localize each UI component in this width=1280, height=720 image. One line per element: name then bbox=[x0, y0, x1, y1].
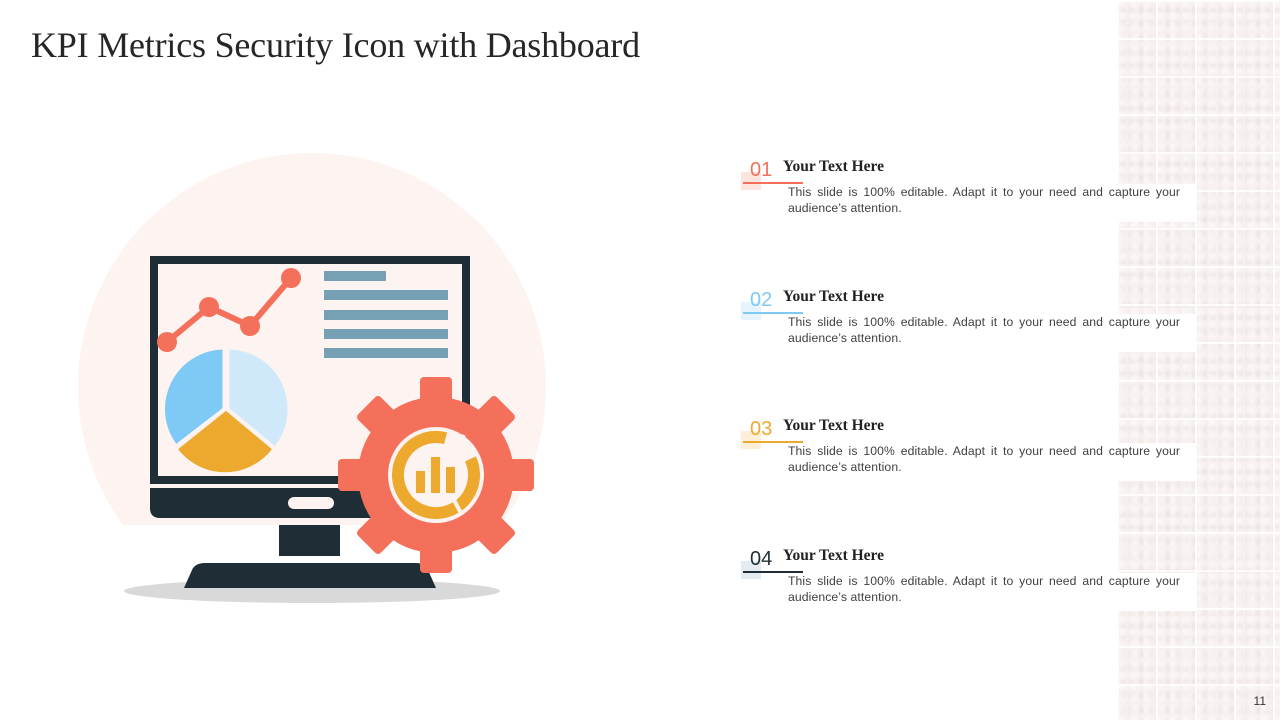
list-item-04: 04 Your Text Here This slide is 100% edi… bbox=[740, 539, 1200, 619]
number-underline bbox=[743, 571, 803, 573]
number-highlight bbox=[741, 561, 761, 579]
pie-chart-icon bbox=[162, 346, 291, 476]
slide-title: KPI Metrics Security Icon with Dashboard bbox=[31, 25, 640, 65]
item-description: This slide is 100% editable. Adapt it to… bbox=[788, 315, 1180, 345]
description-box bbox=[783, 184, 1196, 222]
item-number: 01 bbox=[750, 159, 773, 181]
dashboard-illustration bbox=[78, 153, 546, 603]
number-underline bbox=[743, 182, 803, 184]
page-number: 11 bbox=[1253, 694, 1266, 708]
item-number: 02 bbox=[750, 289, 773, 311]
number-highlight bbox=[741, 172, 761, 190]
line-chart-icon bbox=[157, 268, 301, 352]
number-underline bbox=[743, 312, 803, 314]
list-item-01: 01 Your Text Here This slide is 100% edi… bbox=[740, 150, 1200, 230]
list-item-02: 02 Your Text Here This slide is 100% edi… bbox=[740, 280, 1200, 360]
item-heading: Your Text Here bbox=[783, 288, 885, 305]
description-box bbox=[783, 573, 1196, 611]
item-heading: Your Text Here bbox=[783, 158, 885, 175]
item-heading: Your Text Here bbox=[783, 417, 885, 434]
number-highlight bbox=[741, 431, 761, 449]
gear-icon bbox=[338, 377, 534, 573]
number-underline bbox=[743, 441, 803, 443]
list-item-03: 03 Your Text Here This slide is 100% edi… bbox=[740, 409, 1200, 489]
item-description: This slide is 100% editable. Adapt it to… bbox=[788, 444, 1180, 474]
item-number: 03 bbox=[750, 418, 773, 440]
item-description: This slide is 100% editable. Adapt it to… bbox=[788, 185, 1180, 215]
item-description: This slide is 100% editable. Adapt it to… bbox=[788, 574, 1180, 604]
number-highlight bbox=[741, 302, 761, 320]
description-box bbox=[783, 443, 1196, 481]
description-box bbox=[783, 314, 1196, 352]
bar-chart-icon bbox=[416, 457, 455, 493]
item-number: 04 bbox=[750, 548, 773, 570]
text-lines-icon bbox=[324, 271, 448, 358]
item-heading: Your Text Here bbox=[783, 547, 885, 564]
